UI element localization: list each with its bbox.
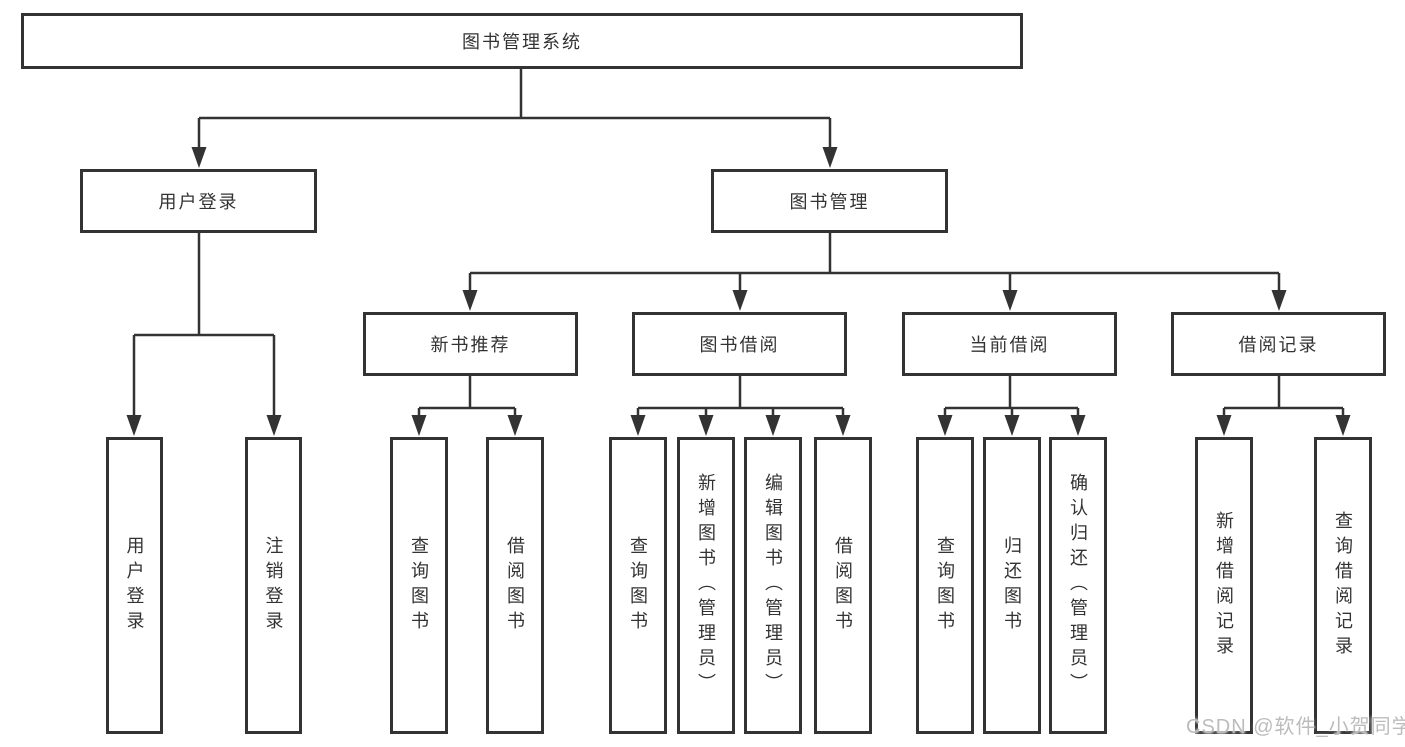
node-book-management: 图书管理 xyxy=(711,169,948,233)
leaf-bb-borrow-book: 借阅图书 xyxy=(814,437,872,734)
leaf-nbr-query-book: 查询图书 xyxy=(390,437,448,734)
leaf-cb-return-book: 归还图书 xyxy=(983,437,1041,734)
node-book-borrow: 图书借阅 xyxy=(632,312,847,376)
node-root: 图书管理系统 xyxy=(21,13,1023,69)
leaf-bb-query-book: 查询图书 xyxy=(609,437,667,734)
leaf-user-login: 用户登录 xyxy=(106,437,163,734)
arrowheads xyxy=(126,147,1351,436)
leaf-logout: 注销登录 xyxy=(245,437,302,734)
leaf-bb-edit-book-admin: 编辑图书（管理员） xyxy=(744,437,802,734)
leaf-br-query-record: 查询借阅记录 xyxy=(1314,437,1372,734)
node-borrow-record: 借阅记录 xyxy=(1171,312,1386,376)
node-user-login: 用户登录 xyxy=(80,169,317,233)
node-current-borrow: 当前借阅 xyxy=(902,312,1117,376)
csdn-watermark: CSDN @软件_小贺同学 xyxy=(1186,716,1405,738)
leaf-bb-add-book-admin: 新增图书（管理员） xyxy=(677,437,735,734)
node-new-book-recommend: 新书推荐 xyxy=(363,312,578,376)
leaf-nbr-borrow-book: 借阅图书 xyxy=(486,437,544,734)
leaf-cb-query-book: 查询图书 xyxy=(916,437,974,734)
leaf-br-add-record: 新增借阅记录 xyxy=(1195,437,1253,734)
leaf-cb-confirm-return-admin: 确认归还（管理员） xyxy=(1049,437,1107,734)
